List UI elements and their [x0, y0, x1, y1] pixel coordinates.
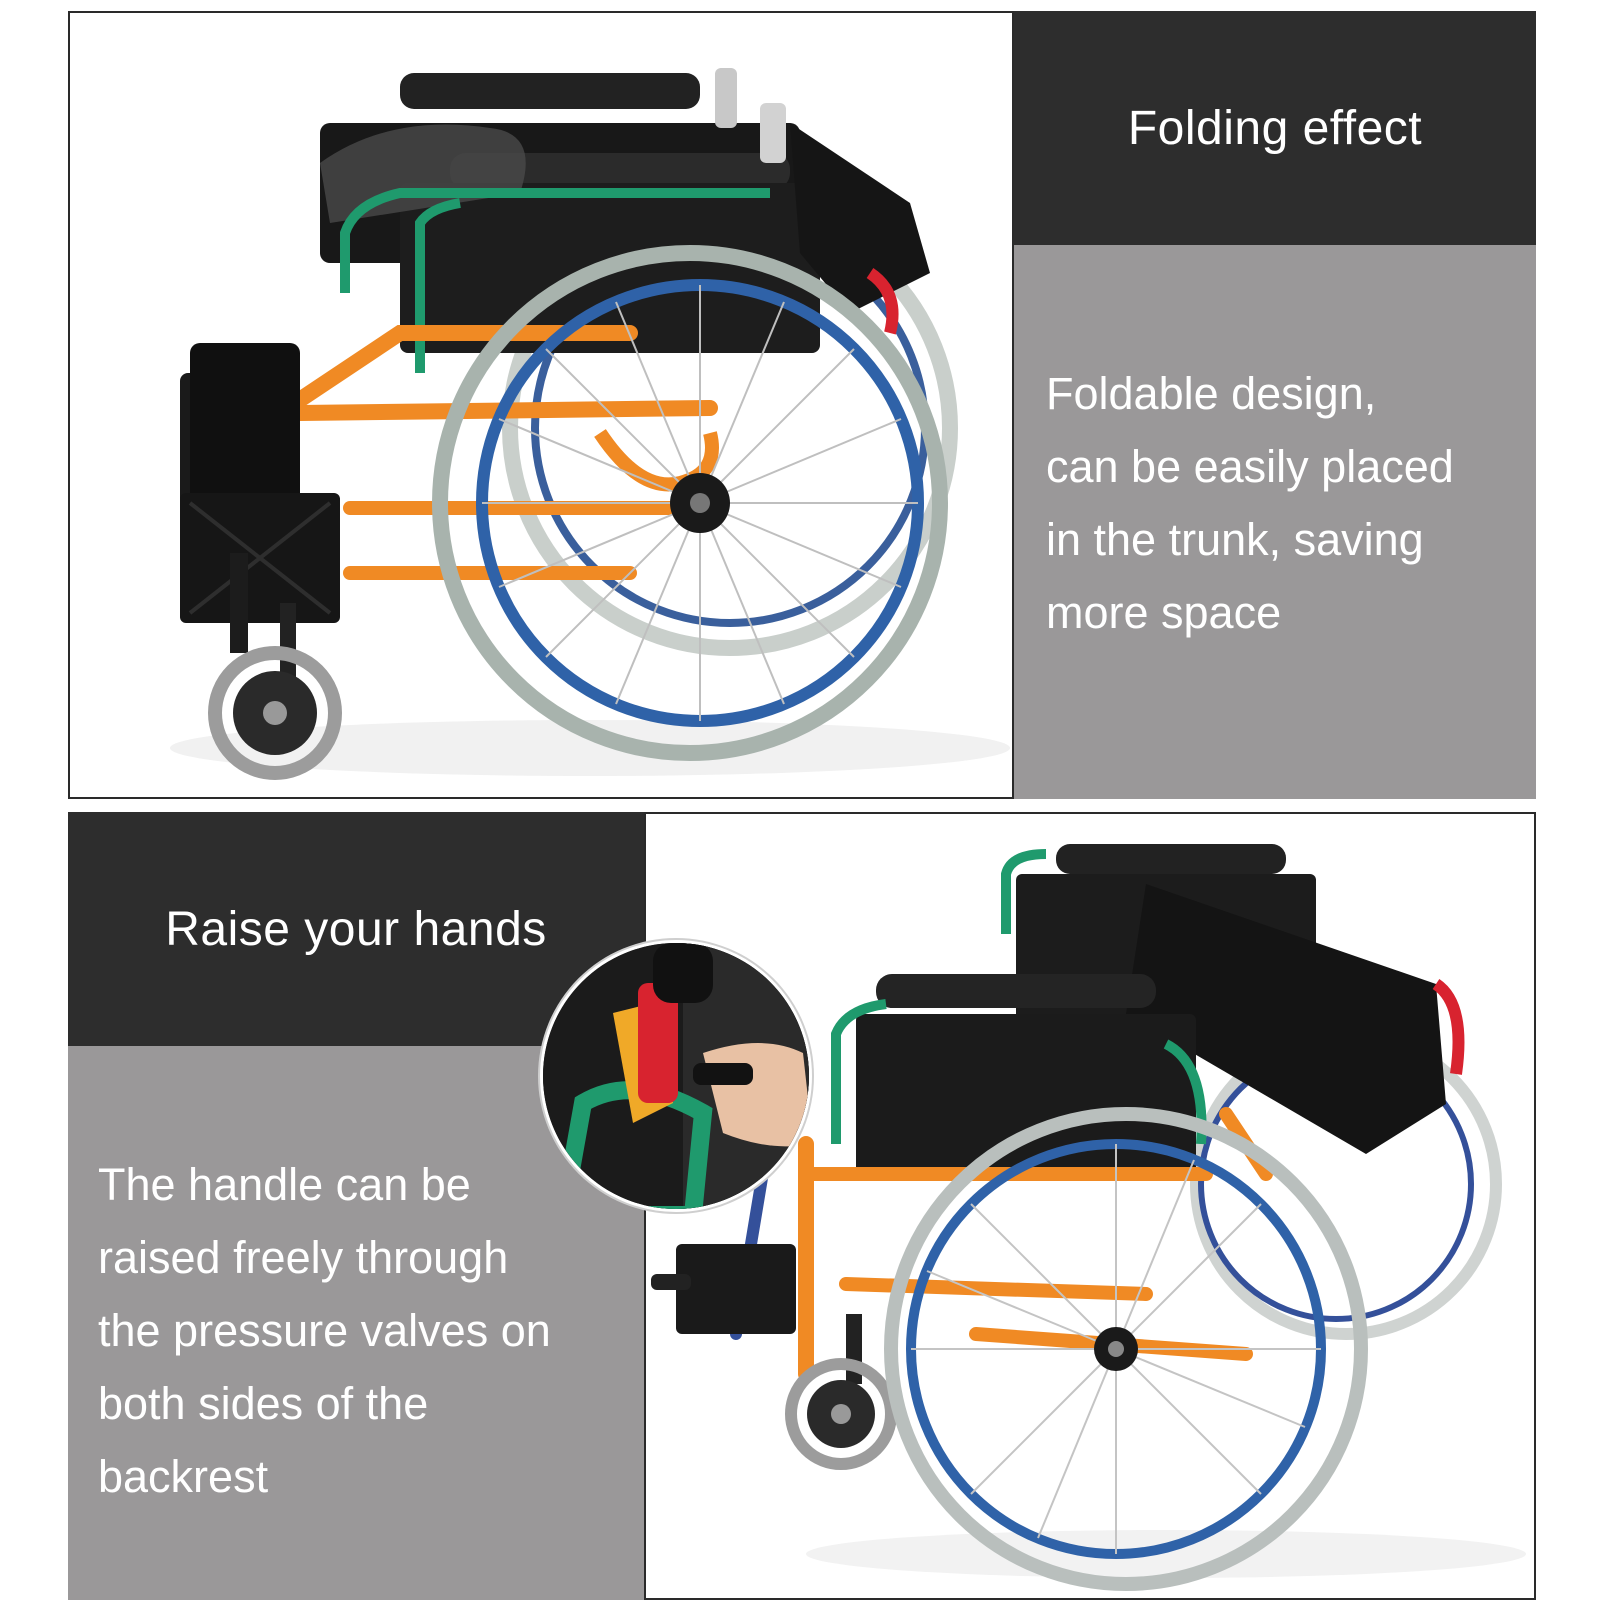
top-description: Foldable design, can be easily placed in…	[1046, 357, 1536, 649]
top-description-line: more space	[1046, 587, 1282, 638]
top-photo-panel	[68, 11, 1014, 799]
bottom-description-line: the pressure valves on	[98, 1305, 551, 1356]
bottom-heading: Raise your hands	[165, 902, 547, 956]
unfolded-wheelchair-icon	[651, 844, 1526, 1591]
pressure-valve-inset	[540, 940, 812, 1212]
bottom-heading-band: Raise your hands	[68, 812, 644, 1046]
bottom-description-line: The handle can be	[98, 1159, 471, 1210]
folded-wheelchair-icon	[170, 68, 1010, 780]
bottom-description-block: The handle can be raised freely through …	[68, 1046, 644, 1600]
top-heading: Folding effect	[1127, 101, 1423, 155]
bottom-photo-panel	[644, 812, 1536, 1600]
top-description-line: in the trunk, saving	[1046, 514, 1424, 565]
pressure-valve-closeup-icon	[543, 943, 809, 1209]
top-description-line: can be easily placed	[1046, 441, 1454, 492]
bottom-description-line: both sides of the	[98, 1378, 429, 1429]
top-description-line: Foldable design,	[1046, 368, 1377, 419]
bottom-description-line: raised freely through	[98, 1232, 509, 1283]
top-heading-band: Folding effect	[1014, 11, 1536, 245]
bottom-description: The handle can be raised freely through …	[98, 1148, 644, 1513]
bottom-description-line: backrest	[98, 1451, 269, 1502]
top-description-block: Foldable design, can be easily placed in…	[1014, 245, 1536, 799]
